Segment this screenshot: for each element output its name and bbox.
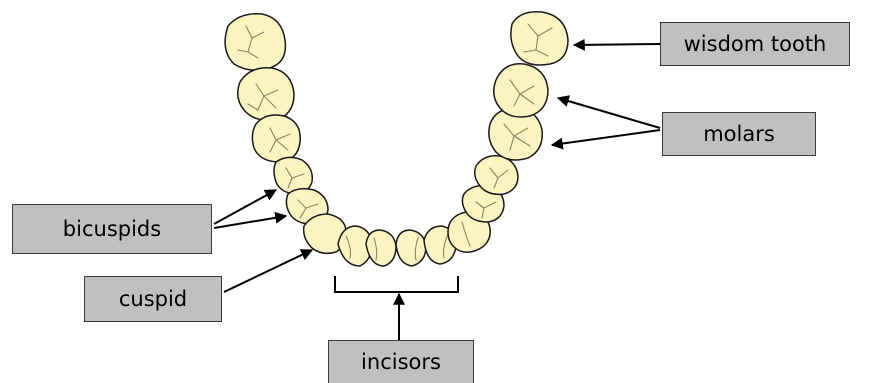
molars-arrow-upper <box>558 98 660 128</box>
wisdom-tooth-label: wisdom tooth <box>660 22 850 66</box>
incisors-bracket <box>335 276 458 292</box>
incisors-label: incisors <box>328 340 474 383</box>
right-molar-2 <box>494 64 548 117</box>
left-molar-2 <box>238 68 294 121</box>
wisdom-tooth-arrow <box>574 44 660 45</box>
incisor-2 <box>366 230 396 266</box>
left-wisdom-tooth <box>225 14 285 71</box>
molars-label: molars <box>662 112 816 156</box>
molars-arrow-lower <box>552 130 660 145</box>
cuspid-label: cuspid <box>84 276 222 322</box>
bicuspids-label: bicuspids <box>12 204 212 254</box>
incisor-3 <box>396 230 426 266</box>
cuspid-arrow <box>224 250 312 292</box>
left-molar-1 <box>252 115 300 162</box>
right-wisdom-tooth <box>511 12 568 65</box>
